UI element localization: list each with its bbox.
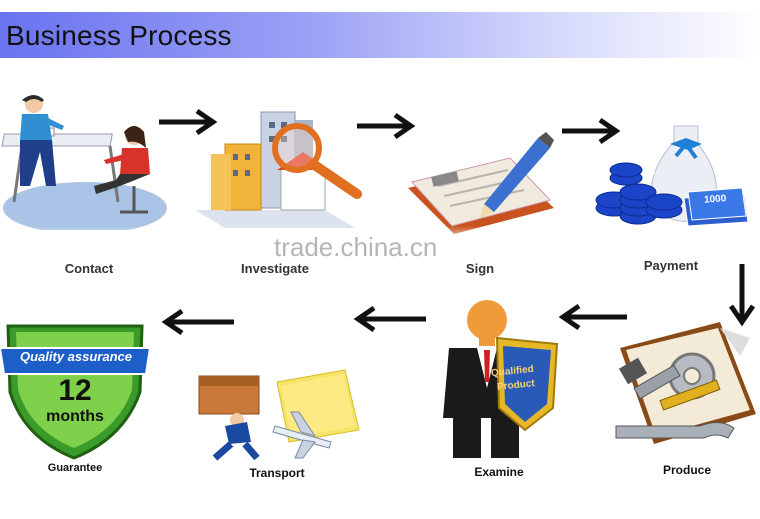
header-banner: Business Process: [0, 12, 760, 58]
step-guarantee-illustration: Quality assurance 12 months: [0, 322, 150, 462]
page-title: Business Process: [6, 20, 232, 51]
arrow-left-icon: [353, 305, 426, 333]
step-payment-label: Payment: [643, 258, 699, 273]
arrow-right-icon: [562, 117, 621, 145]
step-sign-illustration: [398, 130, 563, 235]
arrow-left-icon: [161, 308, 234, 336]
step-transport-illustration: [195, 362, 365, 462]
watermark-text: trade.china.cn: [274, 232, 438, 262]
step-payment-illustration: 1000: [592, 112, 752, 242]
money-amount: 1000: [703, 193, 727, 206]
step-sign-label: Sign: [465, 261, 495, 276]
quality-assurance-ribbon: Quality assurance: [20, 349, 132, 364]
arrow-down-icon: [728, 264, 756, 327]
step-investigate-illustration: [185, 98, 370, 233]
guarantee-months-word: months: [46, 408, 104, 425]
step-examine-illustration: Qualified Product: [435, 298, 570, 463]
step-examine-label: Examine: [474, 465, 524, 479]
step-produce-label: Produce: [662, 463, 711, 477]
arrow-right-icon: [159, 108, 218, 136]
step-transport-label: Transport: [249, 466, 305, 480]
arrow-right-icon: [357, 112, 416, 140]
step-contact-illustration: [0, 90, 175, 230]
arrow-left-icon: [558, 303, 627, 331]
fade-band: [0, 226, 760, 260]
step-investigate-label: Investigate: [241, 261, 309, 276]
step-guarantee-label: Guarantee: [47, 462, 103, 474]
guarantee-months-number: 12: [58, 374, 92, 407]
step-contact-label: Contact: [64, 261, 114, 276]
step-produce-illustration: [600, 318, 760, 458]
